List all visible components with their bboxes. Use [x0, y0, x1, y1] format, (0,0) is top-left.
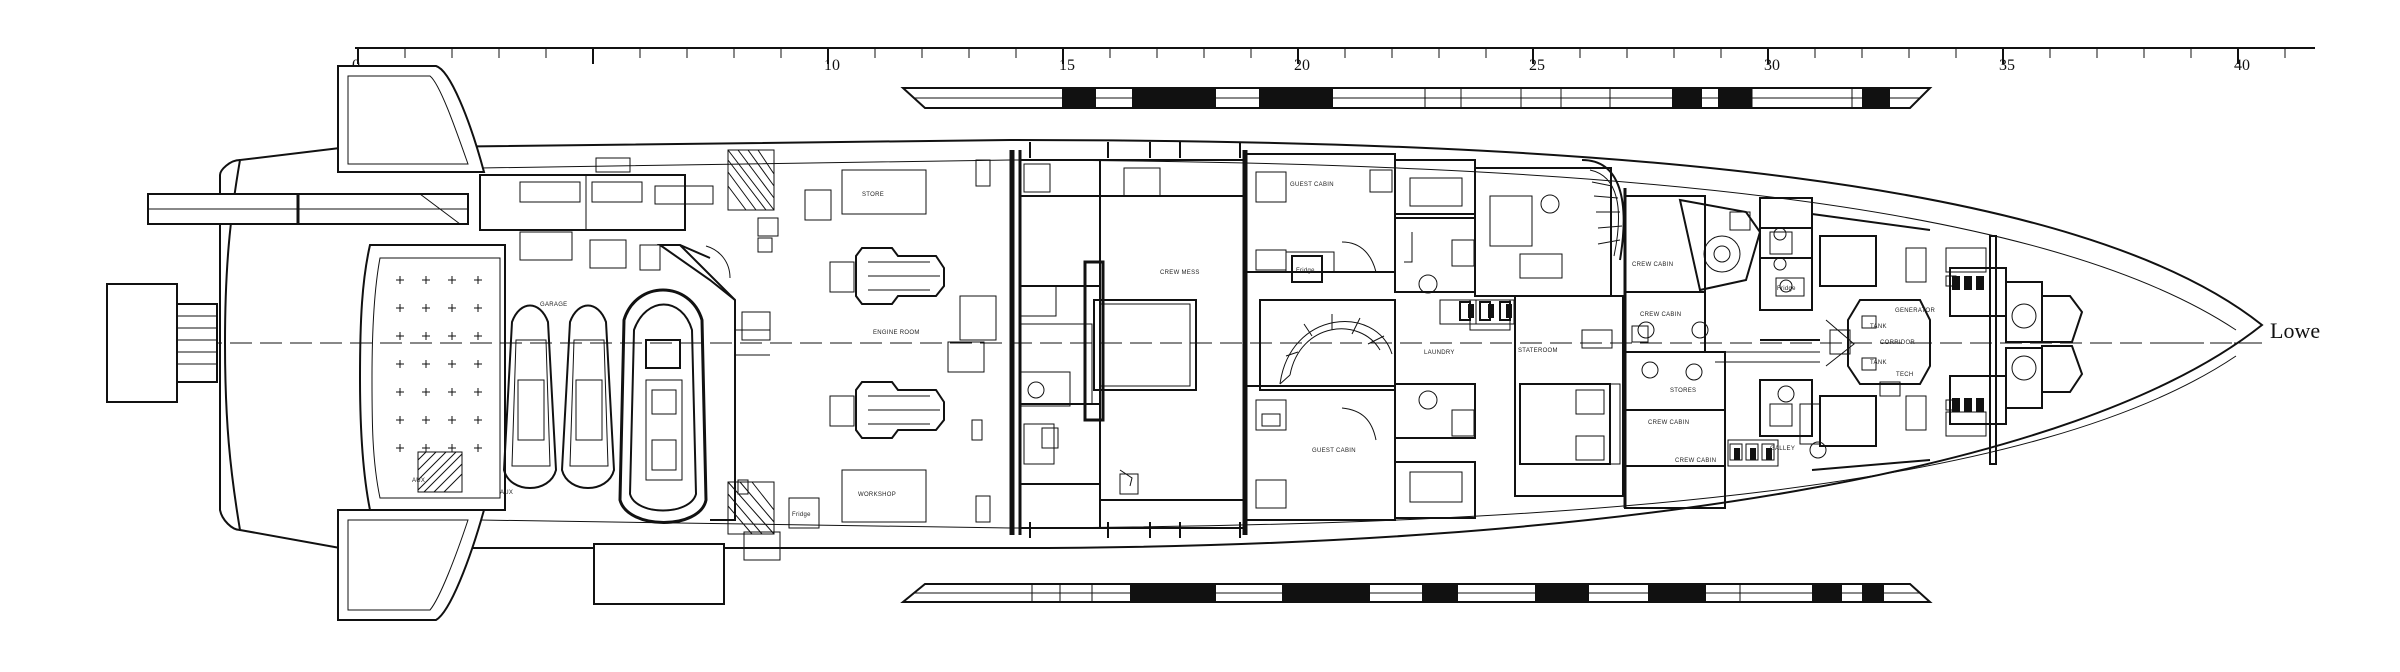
floor-cross [422, 360, 430, 368]
room-label-stateroom: STATEROOM [1518, 348, 1558, 354]
room-label-crew-mess: CREW MESS [1160, 270, 1200, 276]
scale-label-20: 20 [1294, 57, 1310, 74]
engine-2 [829, 381, 945, 439]
room-label-crew-cabin-4: CREW CABIN [1675, 458, 1716, 464]
room-label-engine-room: ENGINE ROOM [873, 330, 920, 336]
floor-cross [474, 332, 482, 340]
room-label-crew-cabin: CREW CABIN [1632, 262, 1673, 268]
floor-cross [396, 276, 404, 284]
floor-cross [474, 276, 482, 284]
floor-cross [422, 276, 430, 284]
floor-cross [422, 416, 430, 424]
room-label-galley: GALLEY [1770, 446, 1795, 452]
floor-cross [448, 416, 456, 424]
scale-label-40: 40 [2234, 57, 2250, 74]
floor-cross [474, 444, 482, 452]
scale-ruler: 0 10 15 20 25 30 35 40 [352, 47, 2315, 74]
hull-outline [140, 138, 2270, 549]
scale-label-15: 15 [1059, 57, 1075, 74]
crew-mess-block: CREW MESS [1009, 142, 1248, 538]
garage: GARAGE [502, 244, 770, 524]
room-label-generator: GENERATOR [1895, 308, 1936, 314]
floor-cross [448, 332, 456, 340]
room-label-crew-cabin-3: CREW CABIN [1648, 420, 1689, 426]
top-side-strip [900, 87, 1933, 109]
floor-cross [474, 388, 482, 396]
floor-cross [448, 360, 456, 368]
stern-area [106, 65, 725, 621]
bow-area: TANK TANK GENERATOR TECH [412, 213, 2084, 496]
room-label-guest-cabin-2: GUEST CABIN [1312, 448, 1356, 454]
jetski-1 [502, 304, 558, 489]
floor-cross [396, 444, 404, 452]
floor-cross [448, 304, 456, 312]
floor-cross [474, 360, 482, 368]
room-label-tank-2: TANK [1870, 360, 1887, 366]
floor-cross [422, 332, 430, 340]
stateroom: STATEROOM [1459, 159, 1625, 497]
room-label-guest-cabin-1: GUEST CABIN [1290, 182, 1334, 188]
engine-room: ENGINE ROOM STORE WORKSHOP [741, 159, 997, 523]
bottom-side-strip [900, 583, 1933, 603]
floor-cross [448, 388, 456, 396]
room-label-store: STORE [862, 192, 884, 198]
crew-quarters: CREW CABIN CREW CABIN CREW CABIN CREW CA… [1623, 188, 1827, 509]
floor-cross [396, 304, 404, 312]
room-label-corridor: CORRIDOR [1880, 340, 1915, 346]
scale-label-10: 10 [824, 57, 840, 74]
room-label-workshop: WORKSHOP [858, 492, 896, 498]
floor-cross [422, 444, 430, 452]
room-label-garage: GARAGE [540, 302, 567, 308]
room-label-tank-1: TANK [1870, 324, 1887, 330]
floor-cross [396, 332, 404, 340]
room-label-store: STORES [1670, 388, 1696, 394]
jetski-2 [560, 304, 616, 489]
room-label-fridge-2: Fridge [1296, 268, 1315, 274]
room-label-aux-1: AUX [412, 478, 425, 484]
scale-label-25: 25 [1529, 57, 1545, 74]
floor-cross [474, 416, 482, 424]
scale-label-30: 30 [1764, 57, 1780, 74]
room-label-crew-cabin-2: CREW CABIN [1640, 312, 1681, 318]
stair-fwd [1581, 159, 1625, 261]
floor-cross [396, 360, 404, 368]
guest-cabins: GUEST CABIN Fridge GUEST CABIN [1244, 153, 1477, 521]
floor-cross [474, 304, 482, 312]
room-label-tech: TECH [1896, 372, 1914, 378]
deck-title: Lowe [2270, 318, 2320, 343]
room-label-laundry: LAUNDRY [1424, 350, 1455, 356]
aft-utility-top: Fridge [479, 149, 820, 561]
room-label-fridge-3: Fridge [1777, 286, 1796, 292]
scale-label-35: 35 [1999, 57, 2015, 74]
floor-cross [422, 304, 430, 312]
tender-boat [618, 288, 708, 524]
floor-cross [422, 388, 430, 396]
floor-cross [448, 276, 456, 284]
room-label-fridge: Fridge [792, 512, 811, 518]
room-label-aux-2: AUX [500, 490, 513, 496]
engine-1 [829, 247, 945, 305]
floor-cross [396, 416, 404, 424]
floor-cross [448, 444, 456, 452]
floor-cross [396, 388, 404, 396]
